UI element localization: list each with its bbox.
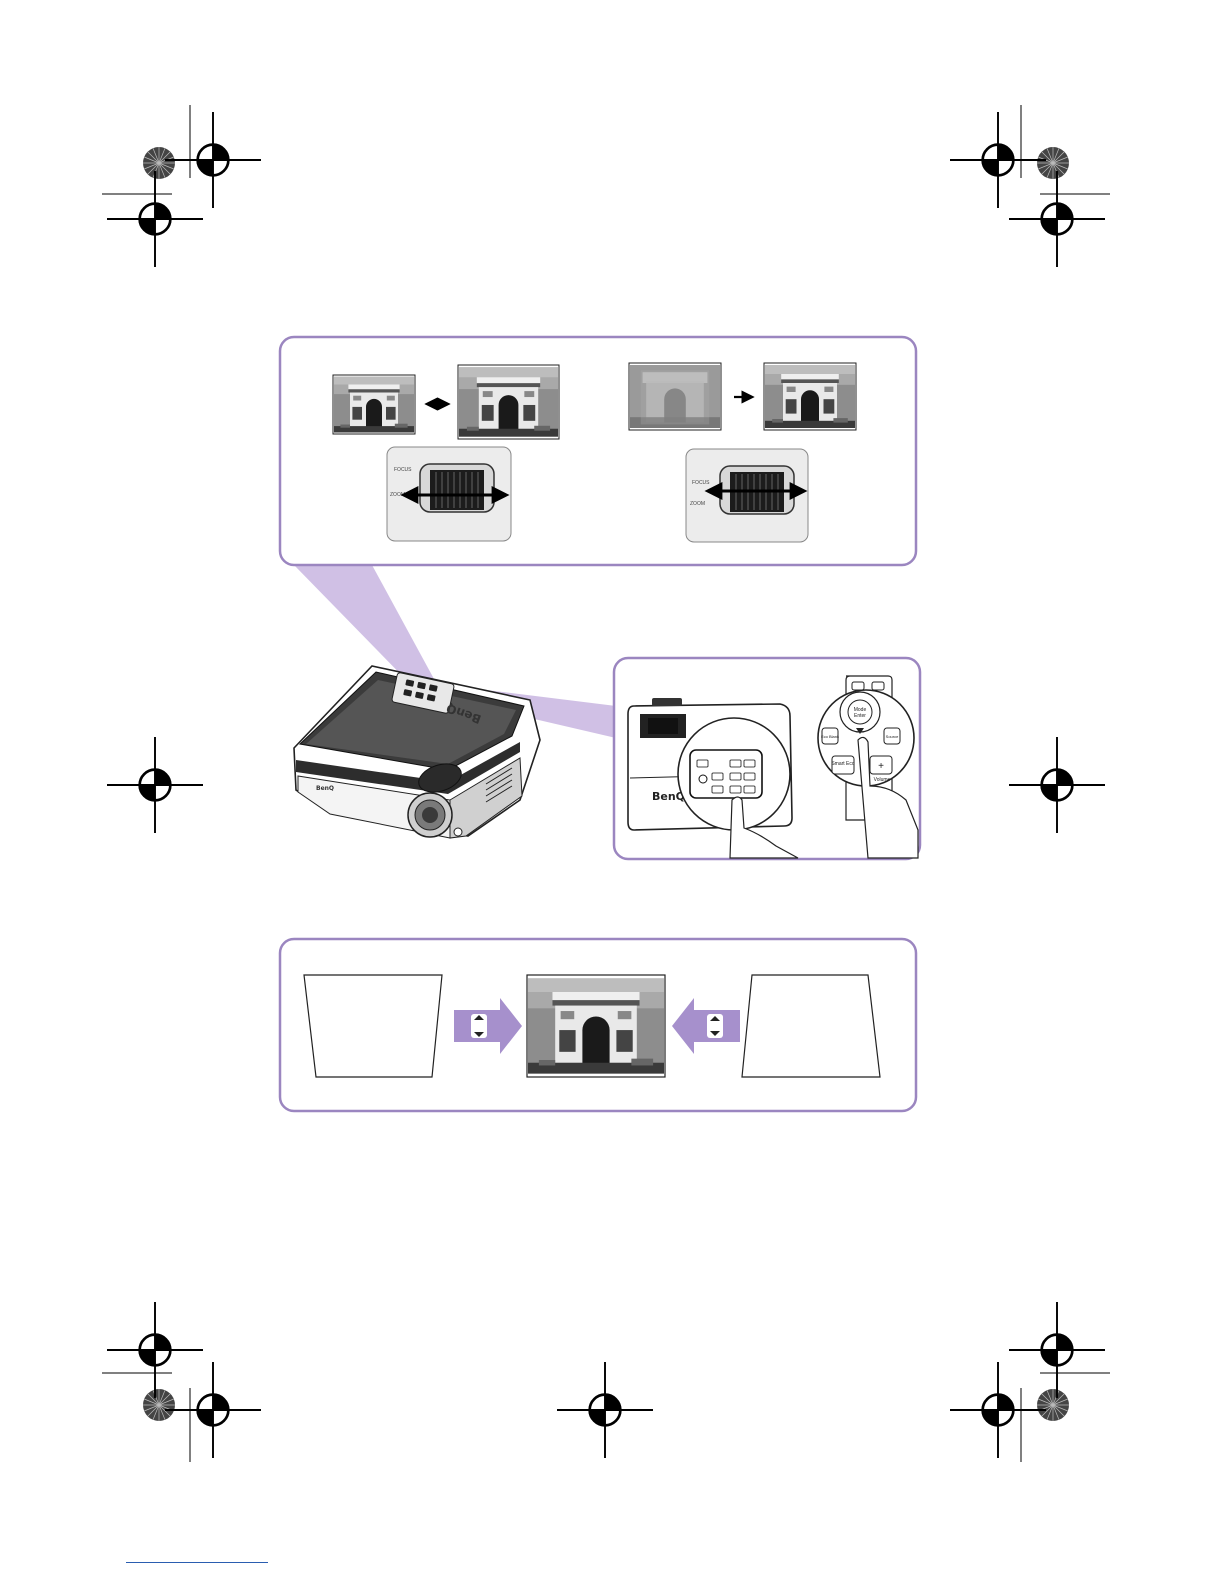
registration-mark-icon [107, 171, 203, 267]
svg-text:Volume: Volume [874, 777, 891, 783]
svg-text:Smart Eco: Smart Eco [831, 761, 855, 767]
starburst-target-icon [143, 1389, 175, 1421]
svg-text:FOCUS: FOCUS [394, 467, 412, 473]
registration-mark-icon [1009, 737, 1105, 833]
svg-text:BenQ: BenQ [316, 785, 334, 792]
registration-mark-icon [1009, 171, 1105, 267]
starburst-target-icon [1037, 147, 1069, 179]
registration-mark-icon [165, 1362, 261, 1458]
svg-text:BenQ: BenQ [652, 790, 685, 803]
zoom-ring-closeup: FOCUS ZOOM [387, 447, 511, 541]
svg-text:Enter: Enter [854, 713, 866, 719]
focus-ring-closeup: FOCUS ZOOM [686, 449, 808, 542]
registration-mark-icon [107, 1302, 203, 1398]
registration-mark-icon [1009, 1302, 1105, 1398]
starburst-target-icon [1037, 1389, 1069, 1421]
svg-text:FOCUS: FOCUS [692, 480, 710, 486]
footer-rule [126, 1562, 268, 1577]
keystone-illustration [304, 975, 880, 1077]
registration-mark-icon [557, 1362, 653, 1458]
starburst-target-icon [143, 147, 175, 179]
svg-text:Source: Source [886, 734, 899, 739]
registration-mark-icon [107, 737, 203, 833]
registration-mark-icon [950, 1362, 1046, 1458]
registration-mark-icon [950, 112, 1046, 208]
svg-text:ZOOM: ZOOM [690, 501, 705, 507]
svg-text:ZOOM: ZOOM [390, 492, 405, 498]
registration-mark-icon [165, 112, 261, 208]
projector-illustration: BenQ BenQ [294, 666, 540, 838]
crop-marks [102, 105, 1110, 1462]
svg-text:+: + [878, 761, 884, 772]
svg-text:Eco Blank: Eco Blank [821, 734, 839, 739]
